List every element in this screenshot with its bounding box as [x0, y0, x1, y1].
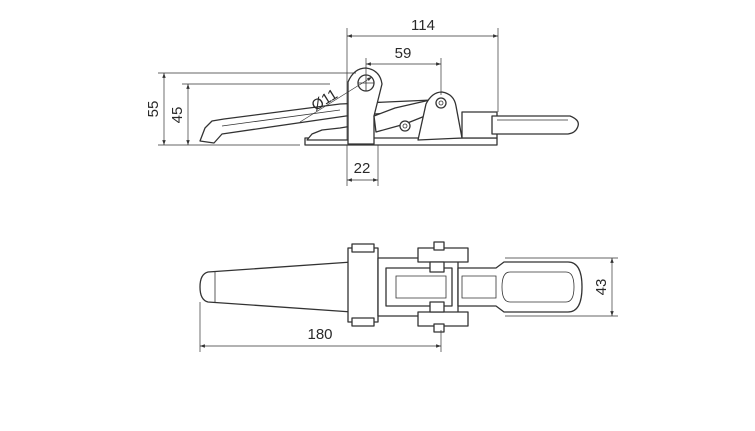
top-rear-clip-bottom	[429, 301, 445, 313]
lever-edge-line	[221, 109, 341, 127]
top-loop-hole	[501, 271, 575, 303]
top-left-tab-top	[351, 243, 375, 253]
top-rear-bracket-top	[417, 247, 469, 263]
top-handle	[199, 261, 353, 313]
dim-22-label: 22	[354, 160, 371, 177]
top-left-plate	[347, 247, 379, 323]
dim-180-label: 180	[307, 326, 332, 343]
top-rear-pin-top	[433, 241, 445, 251]
dim-dia-leader	[299, 76, 373, 123]
dim-45-label: 45	[169, 107, 186, 124]
side-view: 114 59 Ø11 55 45 22	[145, 17, 579, 186]
top-loop-eye	[457, 261, 583, 313]
link-pivot-inner	[402, 123, 408, 129]
loop-eye	[491, 115, 579, 135]
loop-block	[461, 111, 498, 139]
top-rear-bracket-bottom	[417, 311, 469, 327]
dim-59-label: 59	[395, 45, 412, 62]
hook-part	[306, 125, 353, 141]
top-center-slot	[395, 275, 447, 299]
top-rear-pin-bottom	[433, 323, 445, 333]
hole-centermark	[358, 75, 374, 91]
dim-43-label: 43	[593, 279, 610, 296]
top-loop-neck	[461, 275, 497, 299]
top-left-tab-bottom	[351, 317, 375, 327]
rear-bracket	[417, 91, 463, 141]
dim-55-label: 55	[145, 101, 162, 118]
top-rear-clip-top	[429, 261, 445, 273]
bracket-pivot	[435, 97, 447, 109]
link-pivot	[399, 120, 411, 132]
bracket-pivot-inner	[438, 100, 444, 106]
dim-114-label: 114	[411, 17, 435, 34]
top-view: 180 43	[199, 241, 618, 352]
